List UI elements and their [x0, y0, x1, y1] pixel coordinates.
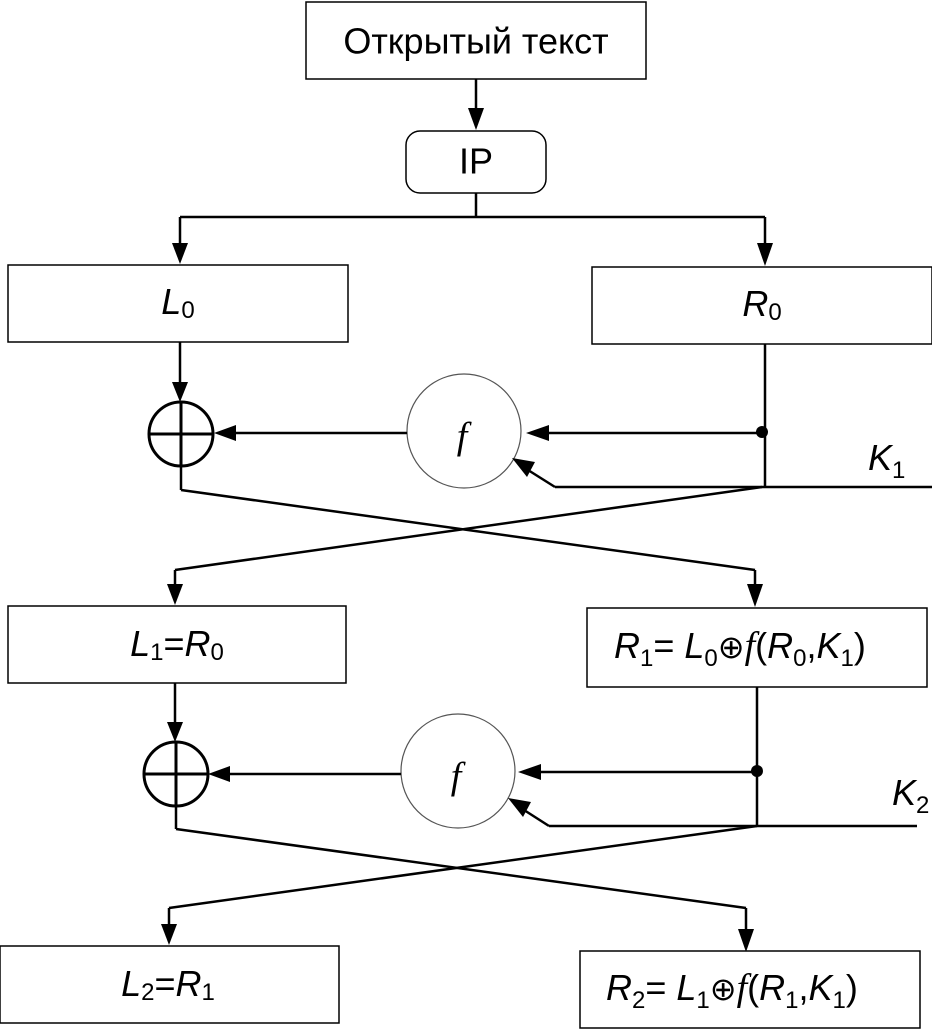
arrow-to-ip	[468, 108, 484, 130]
arrow-k2-to-f2	[508, 798, 531, 817]
arrow-to-f2	[518, 764, 541, 780]
r1-block: R1= L0⊕f(R0,K1)	[586, 607, 928, 688]
arrow-to-r1	[747, 584, 763, 607]
k1-label: K1	[868, 437, 905, 484]
arrow-l1-to-xor2	[167, 722, 183, 742]
k2-label: K2	[892, 772, 929, 819]
ip-label: IP	[459, 141, 493, 182]
r1-label: R1= L0⊕f(R0,K1)	[614, 625, 866, 672]
l1-block: L1=R0	[7, 605, 347, 684]
arrow-to-r2	[738, 929, 754, 952]
arrow-to-r0	[757, 243, 773, 266]
ip-block: IP	[405, 130, 547, 194]
arrow-to-l1	[167, 584, 183, 605]
arrow-f2-to-xor2	[208, 766, 230, 782]
r2-block: R2= L1⊕f(R1,K1)	[579, 950, 921, 1029]
r0-block: R0	[591, 266, 932, 345]
f-block-1: f	[406, 373, 522, 489]
r2-label: R2= L1⊕f(R1,K1)	[606, 967, 858, 1014]
l1-label: L1=R0	[130, 623, 224, 667]
arrow-to-l2	[161, 924, 177, 945]
r0-label: R0	[742, 283, 781, 327]
arrow-to-l0	[172, 243, 188, 264]
arrow-f1-to-xor1	[214, 425, 236, 441]
l0-label: L0	[161, 281, 194, 325]
plaintext-label: Открытый текст	[343, 21, 608, 62]
xor-2	[142, 740, 210, 808]
f-block-2: f	[400, 713, 516, 829]
l2-block: L2=R1	[0, 945, 340, 1024]
plaintext-block: Открытый текст	[305, 1, 647, 80]
arrow-to-f1	[526, 425, 549, 441]
arrow-l0-to-xor1	[172, 382, 188, 402]
l2-label: L2=R1	[121, 963, 215, 1007]
l0-block: L0	[7, 264, 349, 343]
xor-1	[147, 400, 215, 468]
arrow-k1-to-f1	[512, 458, 535, 477]
